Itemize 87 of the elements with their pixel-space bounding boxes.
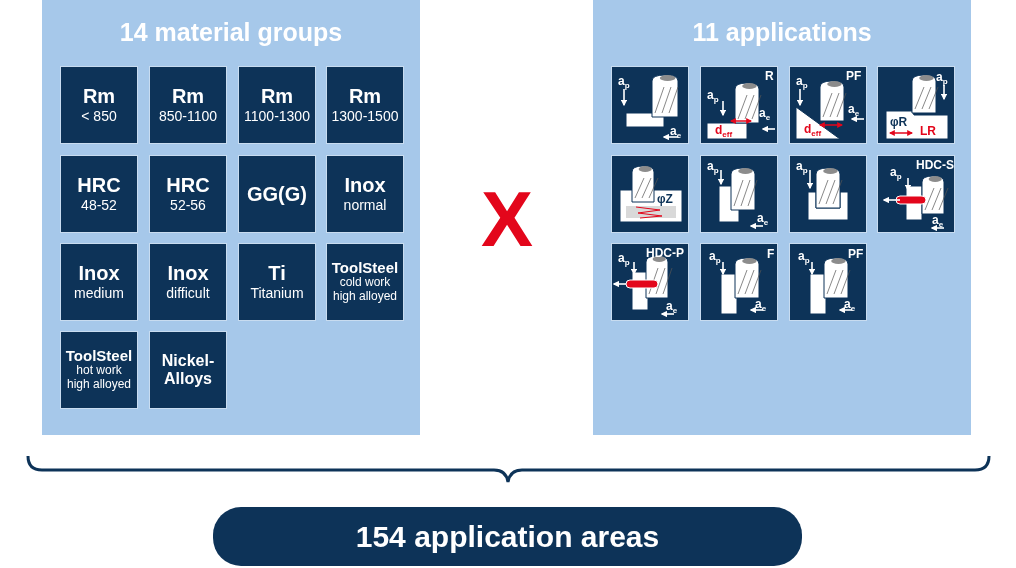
material-detail: 52-56	[170, 197, 206, 214]
material-detail: medium	[74, 285, 124, 302]
material-detail: 1300-1500	[331, 108, 399, 125]
application-code: R	[765, 70, 774, 82]
material-tile	[326, 243, 404, 321]
application-tile	[789, 155, 867, 233]
material-tile	[60, 243, 138, 321]
application-tile	[789, 243, 867, 321]
dimension-label: a$_{e}$	[844, 298, 856, 314]
material-name: Rm	[171, 85, 205, 109]
application-code: PF	[848, 248, 864, 260]
dimension-label: a$_{e}$	[932, 214, 944, 230]
dimension-label: a$_{p}$	[618, 75, 630, 91]
material-tile	[238, 66, 316, 144]
application-code: PF	[846, 70, 862, 82]
dimension-label: a$_{e}$	[759, 107, 771, 123]
application-tile	[789, 66, 867, 144]
material-detail: cold work high alloyed	[331, 276, 399, 305]
application-tile	[700, 243, 778, 321]
application-code: F	[767, 248, 775, 260]
material-name: Rm	[260, 85, 294, 109]
material-tile	[238, 243, 316, 321]
material-tile	[149, 331, 227, 409]
application-tile	[877, 66, 955, 144]
dimension-label: a$_{p}$	[707, 89, 719, 105]
material-name: Nickel-Alloys	[160, 352, 216, 388]
application-tile	[611, 66, 689, 144]
dimension-label: a$_{p}$	[618, 252, 630, 268]
application-code: HDC-P	[646, 247, 684, 259]
material-name: Inox	[78, 262, 120, 286]
material-name: Inox	[344, 174, 386, 198]
material-name: Rm	[348, 85, 382, 109]
material-name: HRC	[166, 174, 210, 198]
application-tile	[700, 66, 778, 144]
dimension-label: a$_{e}$	[666, 300, 678, 316]
material-name: Ti	[268, 262, 286, 286]
result-banner	[213, 507, 802, 566]
material-name: Inox	[167, 262, 209, 286]
material-detail: difficult	[166, 285, 210, 302]
material-tile	[60, 66, 138, 144]
material-tile	[60, 331, 138, 409]
dimension-label: a$_{p}$	[707, 160, 719, 176]
dimension-label: a$_{e}$	[755, 298, 767, 314]
application-code: a$_{p}$	[936, 71, 948, 87]
dimension-label: a$_{p}$	[796, 75, 808, 91]
material-detail: Titanium	[250, 285, 304, 302]
material-name: HRC	[77, 174, 121, 198]
application-tile	[700, 155, 778, 233]
material-detail: 1100-1300	[244, 108, 310, 125]
material-name: GG(G)	[247, 182, 307, 206]
material-detail: normal	[343, 197, 387, 214]
application-tile	[877, 155, 955, 233]
material-name: ToolSteel	[65, 347, 133, 365]
material-tile	[149, 243, 227, 321]
material-tile	[149, 155, 227, 233]
application-tile	[611, 243, 689, 321]
material-name: Rm	[82, 85, 116, 109]
panel-title: 14 material groups	[118, 18, 344, 47]
material-tile	[60, 155, 138, 233]
application-code: HDC-S	[916, 159, 954, 171]
panel	[42, 0, 420, 435]
material-detail: hot work high alloyed	[65, 364, 133, 393]
material-name: ToolSteel	[331, 259, 399, 277]
dimension-label: d$_{eff}$	[804, 123, 822, 139]
dimension-label: d$_{eff}$	[715, 124, 733, 140]
panel-title: 11 applications	[691, 18, 873, 47]
dimension-label: a$_{p}$	[798, 250, 810, 266]
dimension-label: a$_{e}$	[670, 125, 682, 141]
dimension-label: a$_{p}$	[709, 250, 721, 266]
result-text: 154 application areas	[355, 519, 660, 554]
dimension-label: a$_{p}$	[796, 160, 808, 176]
panel	[593, 0, 971, 435]
dimension-label: φZ	[657, 193, 673, 205]
material-tile	[326, 155, 404, 233]
material-detail: 48-52	[81, 197, 117, 214]
material-tile	[326, 66, 404, 144]
multiply-sign: X	[480, 180, 534, 258]
application-tile	[611, 155, 689, 233]
material-detail: 850-1100	[158, 108, 218, 125]
dimension-label: LR	[920, 125, 936, 137]
dimension-label: a$_{e}$	[757, 212, 769, 228]
dimension-label: a$_{p}$	[890, 166, 902, 182]
material-detail: < 850	[81, 108, 117, 125]
dimension-label: a$_{e}$	[848, 103, 860, 119]
dimension-label: φR	[890, 116, 908, 128]
material-tile	[238, 155, 316, 233]
material-tile	[149, 66, 227, 144]
